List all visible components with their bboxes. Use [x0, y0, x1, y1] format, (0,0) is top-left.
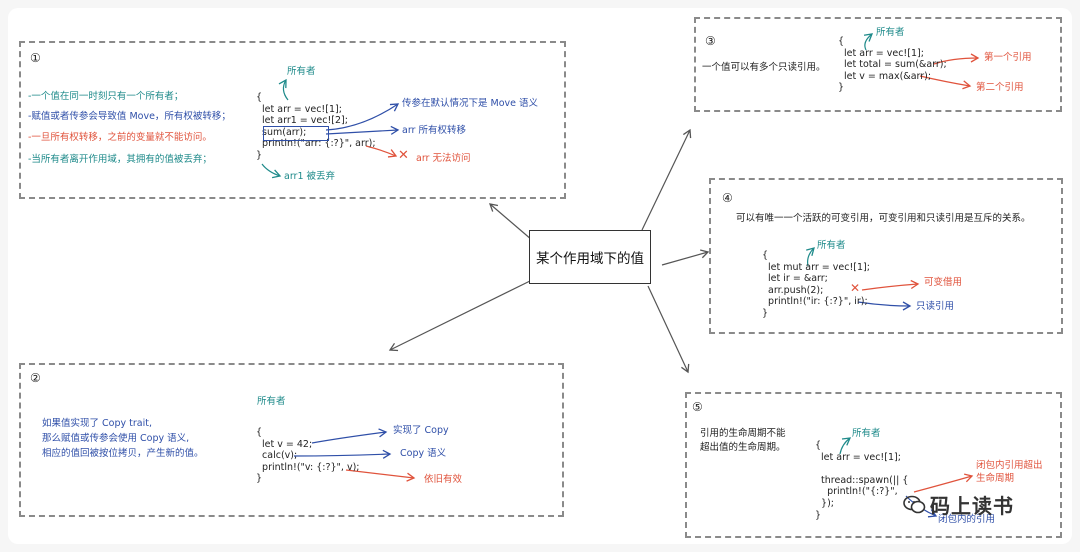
box3-owner-label: 所有者 [876, 27, 905, 38]
box2-owner-label: 所有者 [257, 396, 286, 407]
watermark-text: 码上读书 [930, 494, 1014, 518]
box1-noaccess-arrow [365, 145, 398, 158]
box1-number: ① [30, 51, 41, 65]
box4-cross-icon: ✕ [850, 281, 861, 295]
wechat-logo-icon [902, 494, 926, 516]
box-4 [709, 178, 1063, 334]
box4-note-readonly: 只读引用 [916, 301, 955, 312]
box-5 [685, 392, 1062, 538]
box2-note-copy-semantics: Copy 语义 [400, 448, 447, 459]
box5-desc-1: 引用的生命周期不能 [700, 428, 786, 439]
box5-desc-2: 超出值的生命周期。 [700, 442, 786, 453]
box5-note-exceeds-1: 闭包内引用超出 [976, 460, 1043, 471]
box1-owner-arrow [278, 78, 289, 101]
box3-number: ③ [705, 34, 716, 48]
box5-note-closure-ref: 闭包内的引用 [938, 514, 996, 525]
connector-to-box2 [388, 279, 533, 352]
connector-to-box3 [641, 128, 692, 231]
box2-copy-arrow [293, 449, 392, 459]
box1-rule-4: -当所有者离开作用域，其拥有的值被丢弃； [28, 154, 212, 165]
connector-to-box1 [489, 203, 533, 241]
box5-owner-label: 所有者 [852, 428, 881, 439]
box1-moved-arrow [325, 125, 400, 135]
box4-owner-label: 所有者 [817, 240, 846, 251]
box5-number: ⑤ [692, 400, 703, 414]
box1-cross-icon: ✕ [398, 148, 409, 163]
box-2 [19, 363, 564, 517]
box1-rule-1: -一个值在同一时刻只有一个所有者； [28, 91, 184, 102]
box1-note-dropped: arr1 被丢弃 [284, 171, 336, 182]
center-node: 某个作用域下的值 [529, 230, 651, 284]
box1-note-no-access: arr 无法访问 [416, 153, 471, 164]
box2-code: { let v = 42; calc(v); println!("v: {:?}… [256, 427, 360, 485]
box3-desc: 一个值可以有多个只读引用。 [702, 62, 826, 73]
box-3 [694, 17, 1062, 112]
box2-desc-1: 如果值实现了 Copy trait, [42, 418, 152, 429]
box-1 [19, 41, 566, 199]
box2-desc-2: 那么赋值或传参会使用 Copy 语义, [42, 433, 190, 444]
box1-note-move-semantics: 传参在默认情况下是 Move 语义 [402, 98, 539, 109]
box4-mutable-arrow [861, 279, 920, 291]
box1-move-arrow [325, 103, 400, 131]
box1-rule-2: -赋值或者传参会导致值 Move，所有权被转移； [28, 111, 231, 122]
box1-highlight-sum [263, 126, 329, 141]
box3-second-arrow [919, 75, 972, 90]
box2-desc-3: 相应的值回被按位拷贝，产生新的值。 [42, 448, 204, 459]
box4-desc: 可以有唯一一个活跃的可变引用，可变引用和只读引用是互斥的关系。 [736, 213, 1031, 224]
box5-code: { let arr = vec![1]; thread::spawn(|| { … [815, 440, 909, 521]
box3-code: { let arr = vec![1]; let total = sum(&ar… [838, 36, 947, 94]
box4-number: ④ [722, 191, 733, 205]
box3-note-first: 第一个引用 [984, 52, 1032, 63]
box4-owner-arrow [806, 247, 815, 267]
box5-exceeds-arrow [913, 473, 974, 493]
box5-owner-arrow [839, 437, 852, 455]
box4-readonly-arrow [857, 301, 912, 311]
box3-note-second: 第二个引用 [976, 82, 1024, 93]
box3-owner-arrow [863, 33, 874, 51]
box2-note-still-valid: 依旧有效 [424, 474, 463, 485]
box1-dropped-arrow [261, 163, 282, 179]
box3-first-arrow [933, 53, 980, 65]
box1-owner-label: 所有者 [287, 66, 316, 77]
box2-valid-arrow [345, 469, 416, 482]
box1-code: { let arr = vec![1]; let arr1 = vec![2];… [256, 92, 376, 161]
box2-impl-arrow [311, 428, 388, 444]
box4-code: { let mut arr = vec![1]; let ir = &arr; … [762, 250, 870, 319]
connector-to-box4 [661, 249, 710, 266]
connector-to-box5 [647, 285, 690, 374]
box1-rule-3: -一旦所有权转移，之前的变量就不能访问。 [28, 132, 212, 143]
box4-note-mutable: 可变借用 [924, 277, 963, 288]
box1-note-moved: arr 所有权转移 [402, 125, 466, 136]
box5-note-exceeds-2: 生命周期 [976, 473, 1015, 484]
box2-note-impl-copy: 实现了 Copy [393, 425, 449, 436]
box2-number: ② [30, 371, 41, 385]
